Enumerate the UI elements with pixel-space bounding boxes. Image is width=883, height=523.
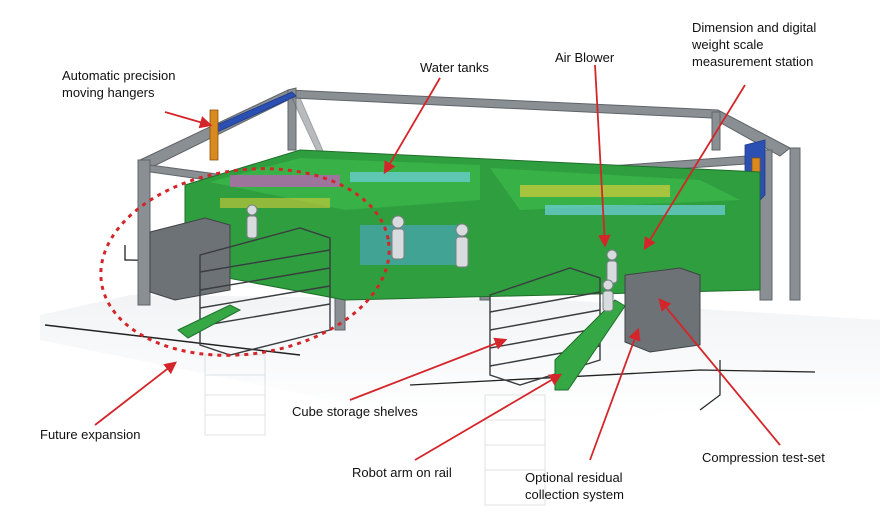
leader-lines xyxy=(94,64,781,461)
label-air-blower: Air Blower xyxy=(555,50,615,65)
future-expansion-outline xyxy=(99,167,391,357)
label-water-tanks: Water tanks xyxy=(420,60,489,75)
leader-scale-station xyxy=(643,84,746,251)
leader-robot-arm xyxy=(414,373,563,461)
label-cube-storage: Cube storage shelves xyxy=(292,404,418,419)
label-compression: Compression test-set xyxy=(702,450,825,465)
label-residual-line2: collection system xyxy=(525,487,624,502)
floor-reflection xyxy=(204,354,546,506)
label-scale-line3: measurement station xyxy=(692,54,814,69)
label-scale-line2: weight scale xyxy=(692,37,764,52)
leader-cube-storage xyxy=(349,337,508,401)
leader-water-tanks xyxy=(383,77,441,175)
leader-residual xyxy=(589,327,641,461)
leader-compression xyxy=(658,298,781,446)
storage-shelves xyxy=(199,227,601,386)
label-hangers-line1: Automatic precision xyxy=(62,68,176,83)
leader-hangers xyxy=(164,111,213,129)
label-future-expansion: Future expansion xyxy=(40,427,141,442)
leader-future-expansion xyxy=(94,361,177,426)
label-robot-arm: Robot arm on rail xyxy=(352,465,452,480)
operator-figures xyxy=(246,204,618,312)
leader-air-blower xyxy=(594,64,611,248)
label-hangers-line2: moving hangers xyxy=(62,85,155,100)
label-residual-line1: Optional residual xyxy=(525,470,623,485)
label-scale-line1: Dimension and digital xyxy=(692,20,817,35)
